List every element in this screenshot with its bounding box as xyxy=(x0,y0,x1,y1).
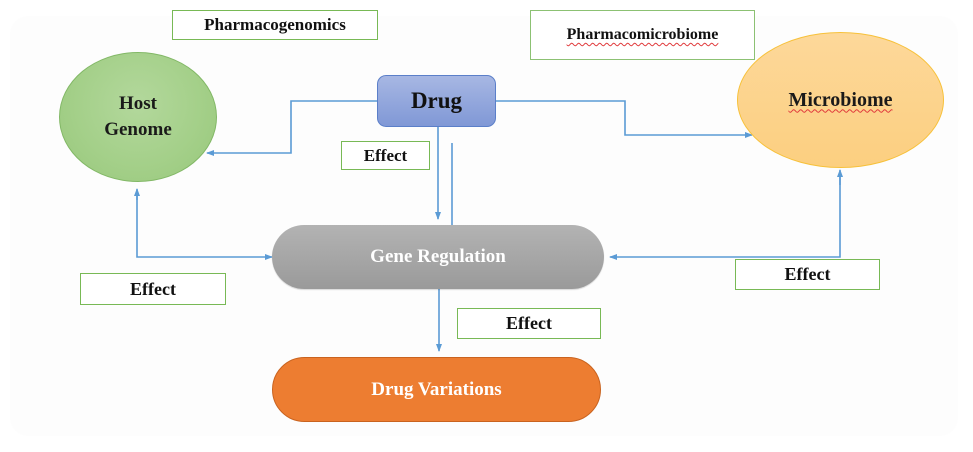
effect-text: Effect xyxy=(130,278,176,299)
edge-microbiome-gene-regulation xyxy=(609,176,841,260)
edge-host-genome-gene-regulation xyxy=(136,191,273,260)
drug-variations-text: Drug Variations xyxy=(371,378,502,400)
microbiome-node: Microbiome xyxy=(737,32,944,168)
host-genome-node: Host Genome xyxy=(59,52,217,182)
host-genome-line1: Host xyxy=(118,93,157,114)
host-genome-line2: Genome xyxy=(104,119,172,140)
gene-regulation-node: Gene Regulation xyxy=(272,225,604,289)
pharmacomicrobiome-label: Pharmacomicrobiome xyxy=(530,10,755,60)
effect-label-gene-variations: Effect xyxy=(457,308,601,339)
drug-variations-node: Drug Variations xyxy=(272,357,601,422)
effect-text: Effect xyxy=(784,264,831,284)
effect-label-drug-gene: Effect xyxy=(341,141,430,170)
drug-text: Drug xyxy=(410,88,463,113)
pharmacomicrobiome-text: Pharmacomicrobiome xyxy=(566,26,719,43)
effect-text: Effect xyxy=(506,313,552,333)
drug-node: Drug xyxy=(377,75,496,127)
pharmacogenomics-text: Pharmacogenomics xyxy=(204,15,346,34)
microbiome-text: Microbiome xyxy=(788,88,893,111)
effect-label-genome-gene: Effect xyxy=(80,273,226,305)
edge-drug-to-microbiome xyxy=(496,100,753,138)
edge-drug-to-host-genome xyxy=(206,100,377,156)
gene-regulation-text: Gene Regulation xyxy=(370,246,506,267)
effect-text: Effect xyxy=(363,145,408,165)
effect-label-microbiome-gene: Effect xyxy=(735,259,880,290)
pharmacogenomics-label: Pharmacogenomics xyxy=(172,10,378,40)
